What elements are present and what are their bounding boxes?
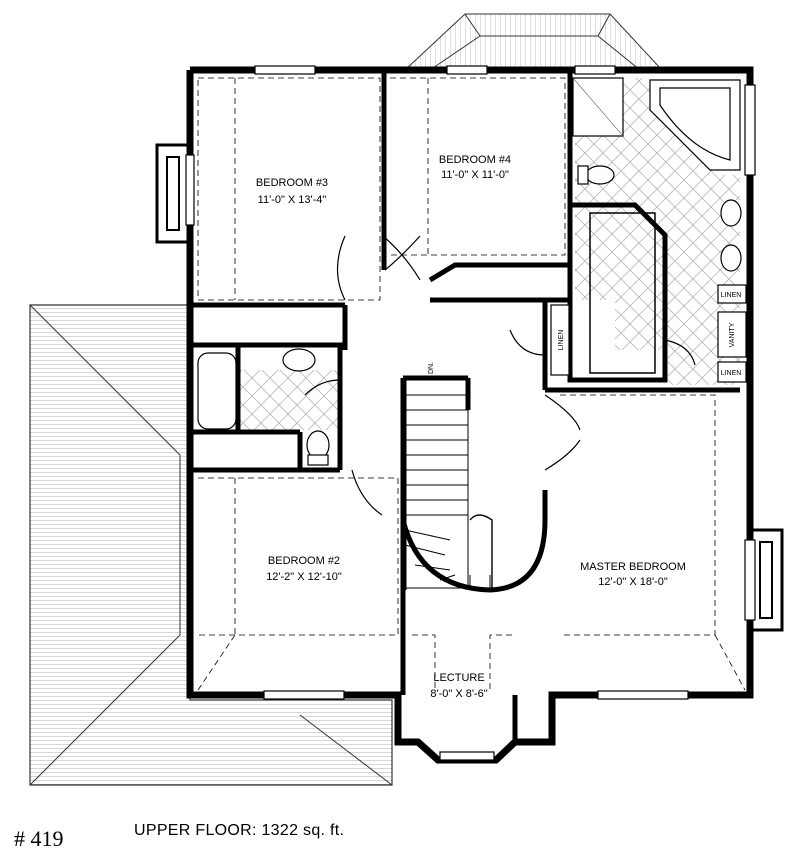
room-labels: BEDROOM #3 11'-0" X 13'-4" BEDROOM #4 11… [256,154,686,700]
linen-label-3: LINEN [558,330,565,351]
room-size-bedroom2: 12'-2" X 12'-10" [266,571,342,583]
windows [185,65,756,761]
linen-label-1: LINEN [721,292,742,299]
bathtub [197,352,237,430]
corner-tub [649,79,741,171]
ceiling-lines [197,77,746,691]
room-name-bedroom3: BEDROOM #3 [256,177,328,189]
room-size-master: 12'-0" X 18'-0" [598,576,668,588]
bay-roof [403,13,664,71]
room-size-bedroom3: 11'-0" X 13'-4" [258,194,327,206]
room-size-bedroom4: 11'-0" X 11'-0" [441,169,509,181]
room-size-lecture: 8'-0" X 8'-6" [430,688,487,700]
doors [304,235,696,516]
stair-treads [404,394,491,588]
staircase [403,377,493,590]
room-name-lecture: LECTURE [433,672,484,684]
linen-label-2: LINEN [721,370,742,377]
master-tub-block [589,212,656,374]
room-name-bedroom2: BEDROOM #2 [268,555,340,567]
bathroom-sink [282,348,316,372]
exterior-walls [186,66,754,764]
room-name-bedroom4: BEDROOM #4 [439,154,511,166]
stair-dn-label: DN. [428,362,435,374]
master-sink-2 [720,244,742,272]
floor-area-caption: UPPER FLOOR: 1322 sq. ft. [134,822,345,839]
bath-fixtures [197,77,747,466]
interior-walls [190,70,740,742]
fixture-labels: LINEN VANITY LINEN LINEN DN. [428,292,741,377]
plan-number: # 419 [14,826,64,851]
toilet-master [585,165,615,185]
vanity-label: VANITY [729,322,736,347]
room-name-master: MASTER BEDROOM [580,561,686,573]
master-sink-1 [720,199,742,227]
